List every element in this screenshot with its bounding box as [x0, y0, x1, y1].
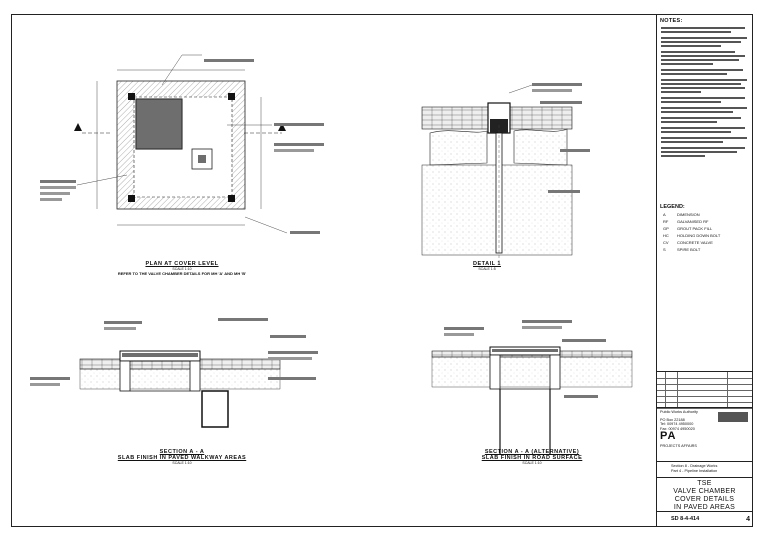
legend-heading: LEGEND: — [660, 204, 685, 210]
plan-scale: SCALE 1:10 — [172, 267, 192, 271]
section-aa-view — [30, 318, 318, 428]
section-label: Section 8 - Drainage Works — [671, 464, 718, 468]
fax: Fax: 00974 4950020 — [660, 426, 695, 431]
section-aa-scale: SCALE 1:10 — [172, 461, 192, 465]
drawing-title-line: COVER DETAILS — [674, 496, 735, 503]
plan-reference: REFER TO THE VALVE CHAMBER DETAILS FOR M… — [117, 271, 247, 276]
notes-heading: NOTES: — [660, 18, 683, 24]
authority-block: Public Works Authority PO Box 22188 Tel:… — [657, 407, 752, 448]
section-aa-alt-title: SECTION A - A (ALTERNATIVE) — [484, 449, 580, 455]
drawing-number-block: SD 8-4-414 4 — [657, 511, 752, 526]
drawing-title-line: VALVE CHAMBER — [673, 488, 736, 495]
drawing-title-line: IN PAVED AREAS — [673, 504, 736, 511]
drawing-number: SD 8-4-414 — [671, 516, 700, 522]
detail1-title: DETAIL 1 — [473, 261, 501, 267]
tel: Tel: 00974 4950000 — [660, 422, 694, 426]
section-aa-alt-caption: SECTION A - A (ALTERNATIVE) SLAB FINISH … — [452, 449, 612, 465]
detail1-caption: DETAIL 1 SCALE 1:5 — [457, 261, 517, 271]
detail1-scale: SCALE 1:5 — [478, 267, 496, 271]
plan-view — [40, 54, 324, 234]
drawing-area: PLAN AT COVER LEVEL SCALE 1:10 REFER TO … — [12, 15, 656, 526]
section-aa-subtitle: SLAB FINISH IN PAVED WALKWAY AREAS — [117, 455, 247, 461]
client-name: PROJECTS AFFAIRS — [660, 444, 697, 448]
client-mark: PA — [660, 430, 677, 442]
authority-name: Public Works Authority — [660, 410, 698, 414]
revision-table — [657, 371, 752, 409]
section-aa-alt-scale: SCALE 1:10 — [522, 461, 542, 465]
drawing-sheet: PLAN AT COVER LEVEL SCALE 1:10 REFER TO … — [11, 14, 753, 527]
plan-title: PLAN AT COVER LEVEL — [145, 261, 219, 267]
sheet-number: 4 — [746, 516, 750, 523]
title-block: TSE VALVE CHAMBER COVER DETAILS IN PAVED… — [657, 477, 752, 511]
section-aa-alt-view — [431, 320, 633, 455]
section-block: Section 8 - Drainage Works Part 4 - Pipe… — [657, 461, 752, 475]
plan-caption: PLAN AT COVER LEVEL SCALE 1:10 REFER TO … — [107, 261, 257, 276]
authority-logo — [718, 412, 748, 422]
section-aa-caption: SECTION A - A SLAB FINISH IN PAVED WALKW… — [102, 449, 262, 465]
drawing-canvas — [30, 54, 633, 455]
section-aa-title: SECTION A - A — [159, 449, 205, 455]
detail-1-view — [421, 83, 590, 265]
drawing-title-line: TSE — [697, 480, 712, 487]
po-box: PO Box 22188 — [660, 417, 685, 422]
part-label: Part 4 - Pipeline Installation — [671, 468, 718, 473]
side-panel: NOTES: — [656, 15, 753, 526]
section-aa-alt-subtitle: SLAB FINISH IN ROAD SURFACE — [481, 455, 583, 461]
